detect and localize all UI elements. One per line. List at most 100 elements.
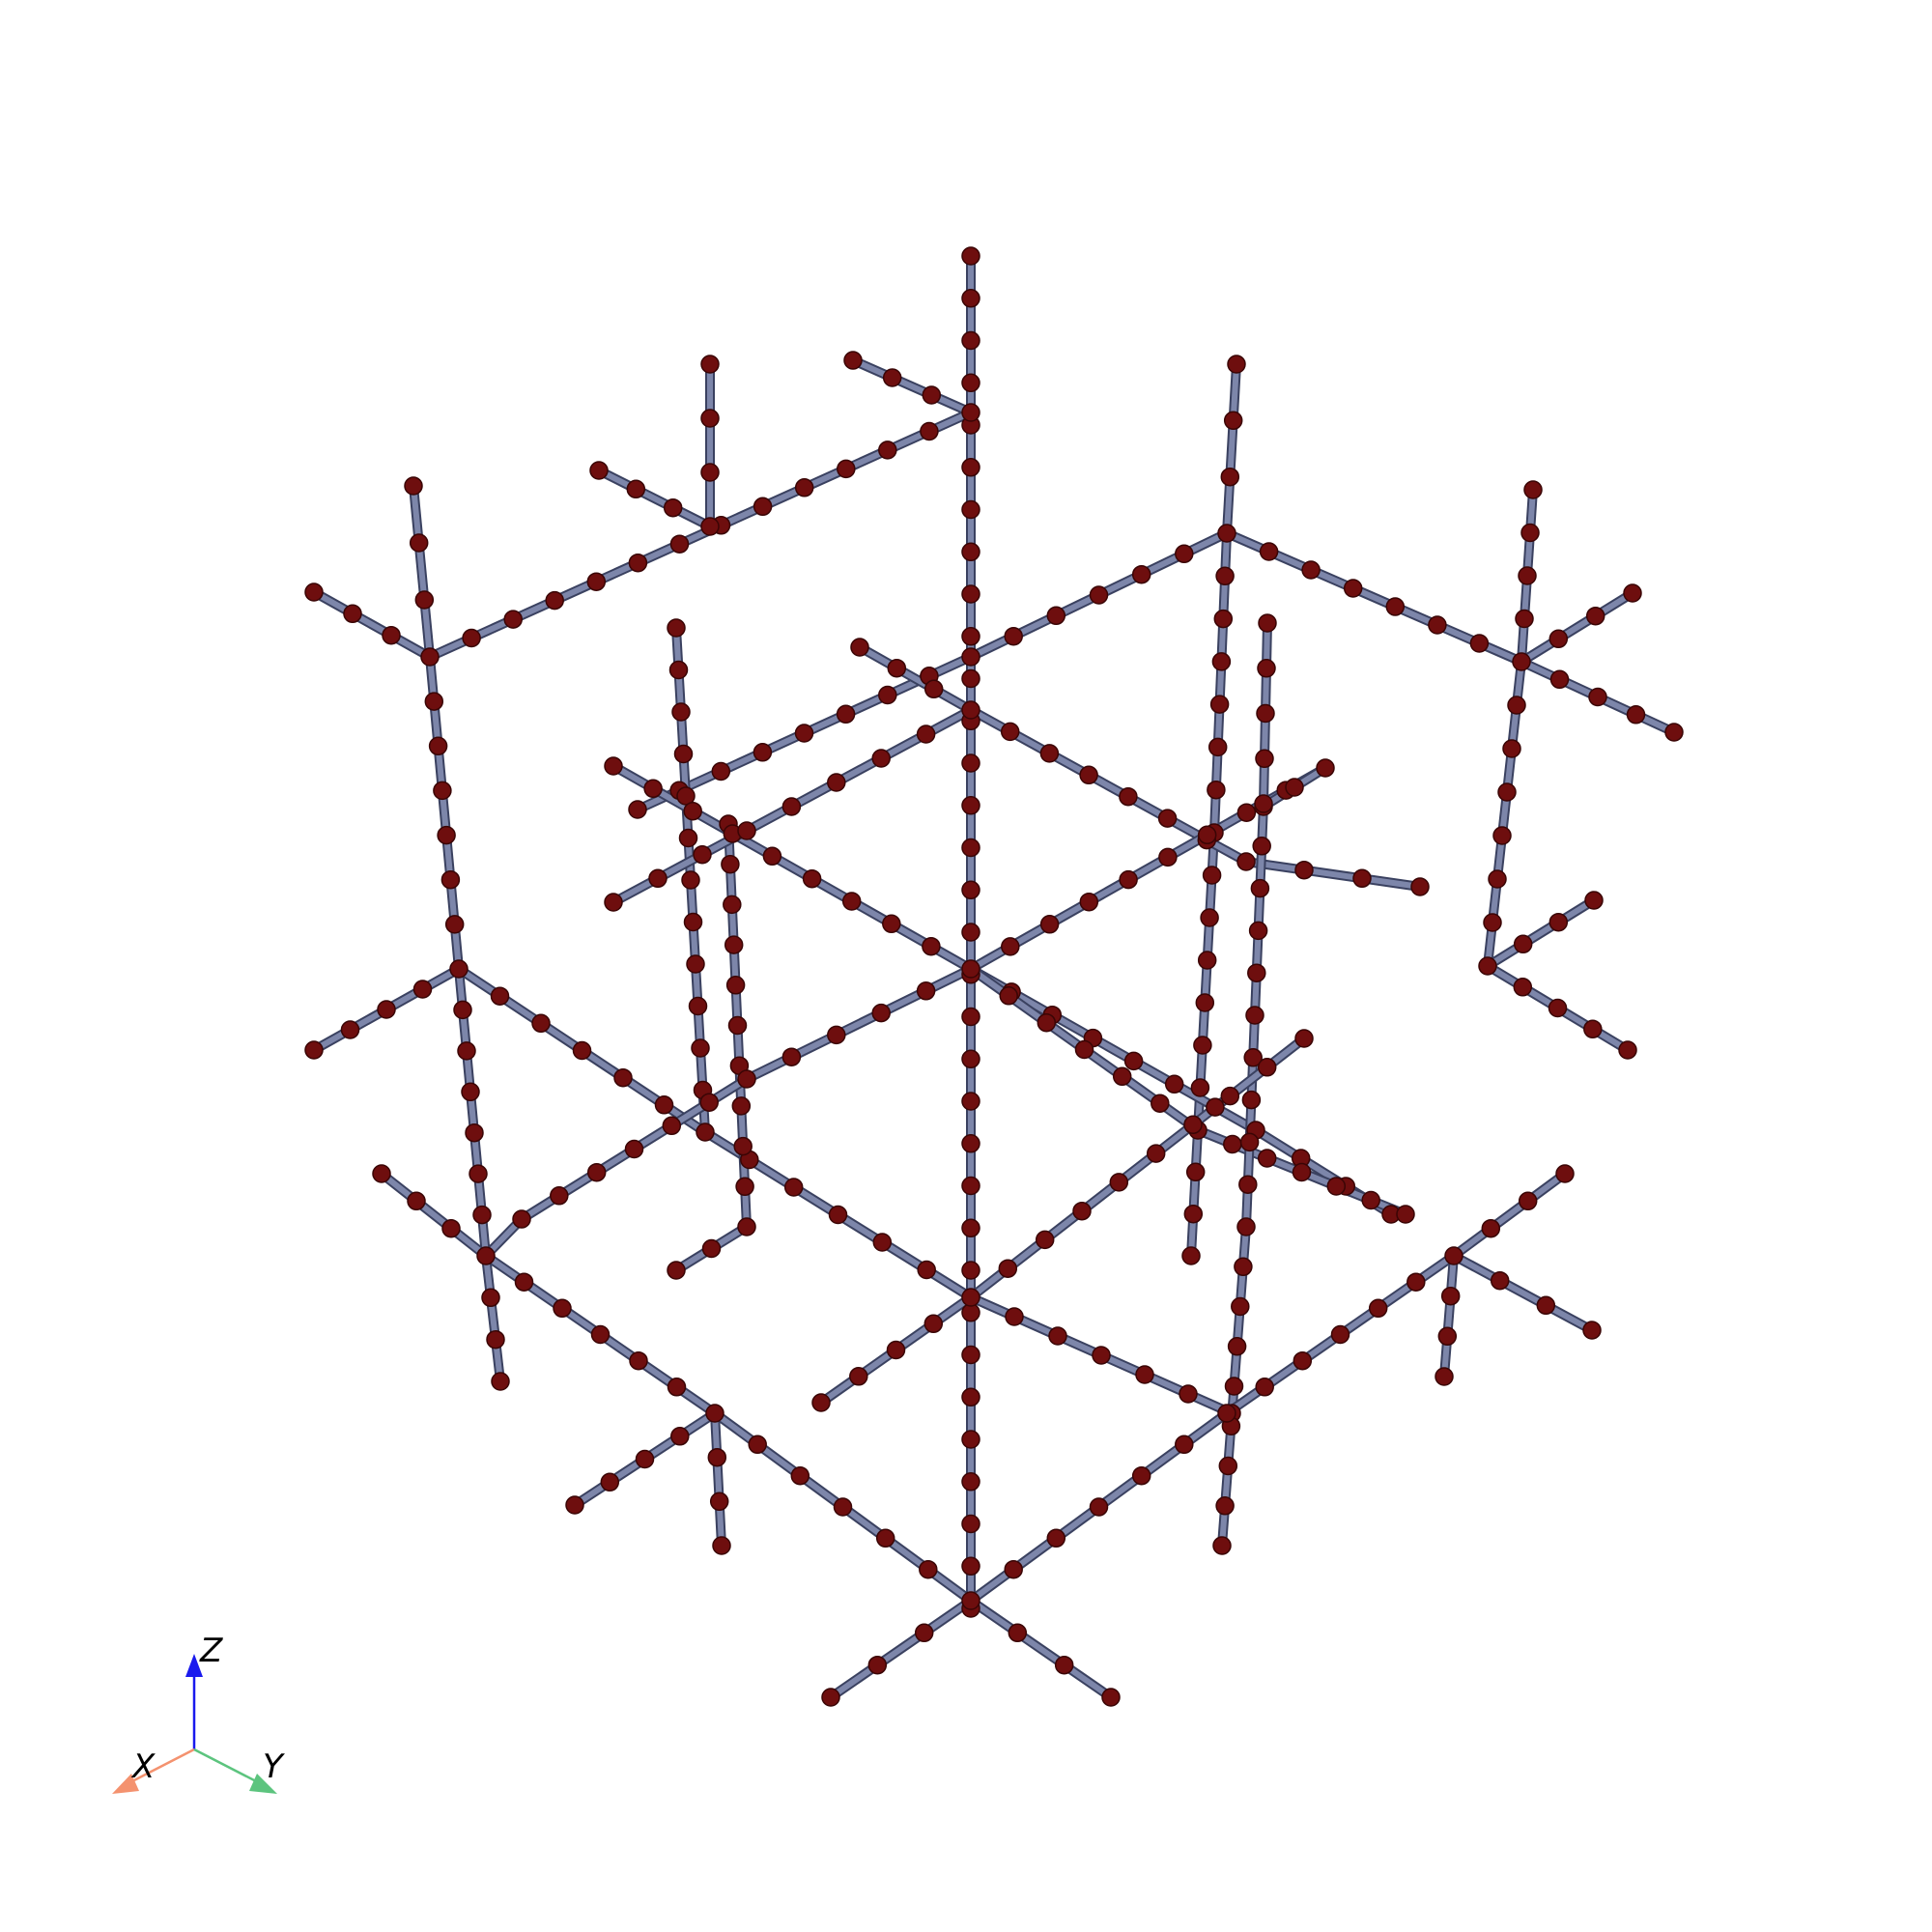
- atom[interactable]: [961, 1387, 980, 1407]
- atom[interactable]: [849, 1367, 868, 1386]
- atom[interactable]: [961, 373, 980, 393]
- atom[interactable]: [922, 936, 941, 956]
- atom[interactable]: [1079, 892, 1099, 912]
- atom[interactable]: [827, 773, 846, 792]
- atom[interactable]: [629, 1350, 648, 1371]
- atom[interactable]: [304, 1040, 324, 1060]
- atom[interactable]: [1092, 1346, 1111, 1365]
- atom[interactable]: [1584, 891, 1604, 910]
- atom[interactable]: [1146, 1144, 1166, 1163]
- atom[interactable]: [1255, 1378, 1274, 1397]
- atom[interactable]: [1326, 1177, 1347, 1196]
- atom[interactable]: [1131, 1465, 1151, 1486]
- atom[interactable]: [961, 753, 980, 773]
- atom[interactable]: [1211, 652, 1232, 671]
- atom[interactable]: [1481, 1218, 1501, 1238]
- atom[interactable]: [648, 868, 668, 889]
- atom[interactable]: [589, 461, 609, 480]
- atom[interactable]: [828, 1205, 848, 1225]
- atom[interactable]: [1583, 1019, 1603, 1039]
- atom[interactable]: [1217, 1404, 1236, 1423]
- atom[interactable]: [923, 1314, 944, 1334]
- atom[interactable]: [1490, 1270, 1510, 1291]
- atom[interactable]: [1195, 993, 1215, 1012]
- atom[interactable]: [691, 1038, 710, 1058]
- atom[interactable]: [961, 647, 980, 667]
- atom[interactable]: [882, 368, 902, 387]
- atom[interactable]: [733, 1136, 753, 1156]
- atom[interactable]: [340, 1020, 360, 1039]
- atom[interactable]: [1200, 908, 1219, 927]
- atom[interactable]: [1164, 1074, 1184, 1094]
- atom[interactable]: [1239, 1132, 1260, 1152]
- atom[interactable]: [696, 1122, 715, 1142]
- atom[interactable]: [700, 355, 720, 374]
- atom[interactable]: [1361, 1190, 1380, 1210]
- atom[interactable]: [1549, 669, 1570, 690]
- atom[interactable]: [1209, 695, 1230, 714]
- atom[interactable]: [1236, 803, 1257, 822]
- atom[interactable]: [1258, 613, 1277, 633]
- atom[interactable]: [1227, 355, 1246, 374]
- atom[interactable]: [1151, 1094, 1170, 1113]
- atom[interactable]: [1175, 544, 1194, 564]
- atom[interactable]: [670, 1427, 690, 1446]
- atom[interactable]: [412, 980, 433, 999]
- atom[interactable]: [709, 1492, 729, 1512]
- atom[interactable]: [837, 459, 856, 479]
- atom[interactable]: [1257, 1149, 1277, 1168]
- atom[interactable]: [999, 986, 1018, 1006]
- atom[interactable]: [628, 553, 648, 573]
- atom[interactable]: [1618, 1040, 1637, 1060]
- atom[interactable]: [1352, 868, 1372, 889]
- atom[interactable]: [1254, 794, 1273, 813]
- atom[interactable]: [961, 1556, 980, 1577]
- atom[interactable]: [1008, 1623, 1028, 1643]
- atom[interactable]: [1548, 629, 1569, 649]
- atom[interactable]: [1301, 560, 1321, 580]
- atom[interactable]: [701, 1238, 722, 1259]
- atom[interactable]: [1385, 597, 1406, 616]
- atom[interactable]: [961, 1345, 980, 1365]
- atom[interactable]: [1123, 1051, 1144, 1071]
- atom[interactable]: [712, 1536, 731, 1555]
- atom[interactable]: [961, 1092, 980, 1111]
- atom[interactable]: [1440, 1286, 1461, 1306]
- atom[interactable]: [683, 801, 702, 821]
- atom[interactable]: [1217, 524, 1236, 543]
- atom[interactable]: [723, 895, 742, 915]
- atom[interactable]: [961, 668, 980, 689]
- atom[interactable]: [1293, 1350, 1313, 1371]
- atom[interactable]: [1183, 1115, 1203, 1135]
- atom[interactable]: [1175, 1435, 1194, 1455]
- atom[interactable]: [428, 736, 448, 756]
- atom[interactable]: [961, 923, 980, 942]
- atom[interactable]: [783, 1178, 804, 1197]
- atom[interactable]: [481, 1288, 500, 1308]
- atom[interactable]: [676, 786, 696, 806]
- atom[interactable]: [1001, 937, 1020, 956]
- atom[interactable]: [961, 1218, 980, 1238]
- atom[interactable]: [1074, 1039, 1094, 1060]
- atom[interactable]: [882, 914, 901, 934]
- atom[interactable]: [1112, 1066, 1132, 1087]
- atom[interactable]: [663, 497, 683, 518]
- atom[interactable]: [1005, 1307, 1024, 1326]
- atom[interactable]: [867, 1655, 888, 1675]
- atom[interactable]: [1223, 1134, 1242, 1154]
- atom[interactable]: [1212, 1536, 1232, 1555]
- atom[interactable]: [1555, 1164, 1575, 1183]
- atom[interactable]: [1202, 866, 1222, 885]
- atom[interactable]: [961, 1288, 980, 1307]
- atom[interactable]: [1520, 523, 1540, 543]
- atom[interactable]: [919, 1559, 938, 1579]
- atom[interactable]: [961, 1430, 980, 1449]
- atom[interactable]: [1518, 566, 1537, 585]
- atom[interactable]: [1241, 1090, 1262, 1110]
- atom[interactable]: [628, 800, 647, 819]
- atom[interactable]: [871, 1003, 891, 1023]
- atom[interactable]: [669, 534, 690, 554]
- atom[interactable]: [462, 628, 481, 648]
- atom[interactable]: [1037, 1012, 1057, 1033]
- atom[interactable]: [1316, 758, 1335, 778]
